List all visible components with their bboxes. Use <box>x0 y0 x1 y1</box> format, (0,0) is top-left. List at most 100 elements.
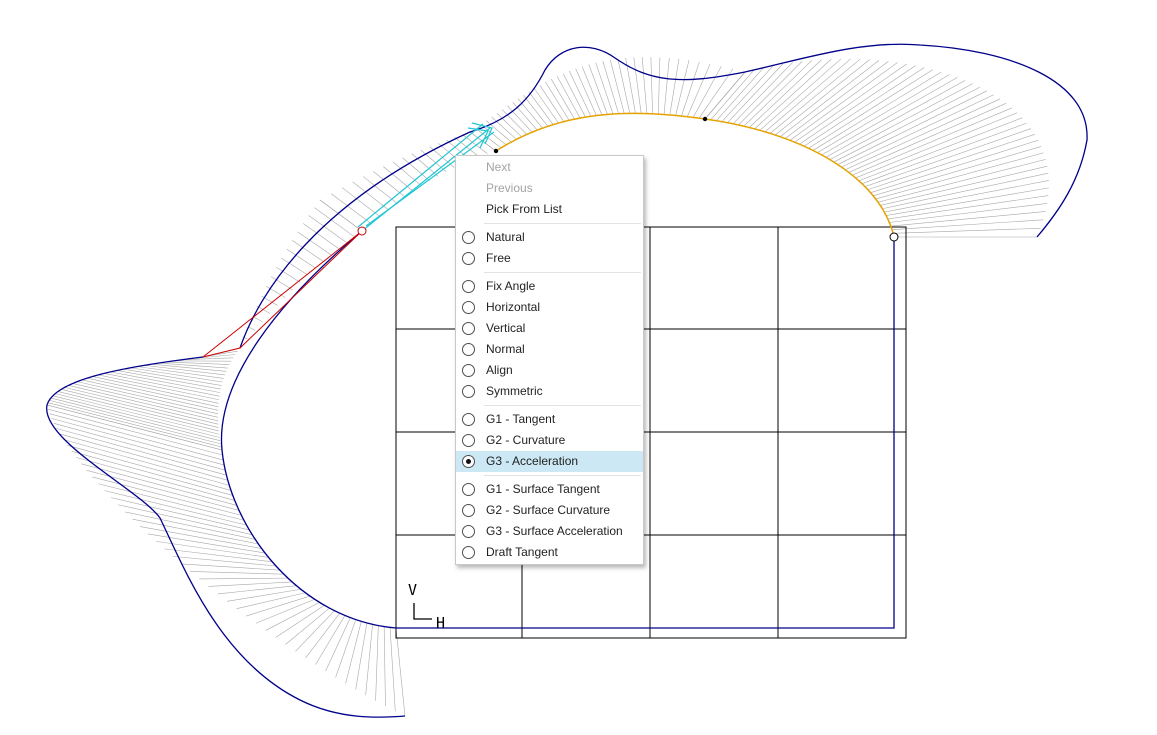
menu-item-align[interactable]: Align <box>456 360 643 381</box>
comb-tooth <box>480 124 507 146</box>
menu-item-label: Align <box>486 363 513 377</box>
comb-tooth <box>92 376 219 404</box>
comb-tooth <box>125 511 256 540</box>
comb-tooth <box>341 187 380 217</box>
menu-item-g3-surface-acceleration[interactable]: G3 - Surface Acceleration <box>456 521 643 542</box>
comb-tooth <box>50 397 221 442</box>
comb-tooth <box>164 548 273 563</box>
menu-item-label: G2 - Surface Curvature <box>486 503 611 517</box>
menu-item-label: Symmetric <box>486 384 543 398</box>
comb-tooth <box>180 357 234 361</box>
menu-item-g1-tangent[interactable]: G1 - Tangent <box>456 409 643 430</box>
comb-tooth <box>841 94 994 168</box>
comb-tooth <box>855 112 1018 179</box>
comb-tooth <box>878 159 1046 203</box>
comb-tooth <box>59 433 228 481</box>
comb-tooth <box>137 366 224 379</box>
menu-item-fix-angle[interactable]: Fix Angle <box>456 276 643 297</box>
spline-point[interactable] <box>493 148 499 154</box>
tangent-arrow-icon[interactable] <box>357 122 495 232</box>
menu-item-horizontal[interactable]: Horizontal <box>456 297 643 318</box>
curvature-radius-line <box>202 230 363 358</box>
comb-tooth <box>110 371 221 393</box>
comb-tooth <box>151 363 227 372</box>
menu-item-label: G1 - Surface Tangent <box>486 482 600 496</box>
menu-item-label: Draft Tangent <box>486 545 558 559</box>
axis-label-v: V <box>408 581 417 599</box>
comb-tooth <box>383 626 386 707</box>
comb-tooth <box>276 266 301 283</box>
comb-tooth <box>72 383 219 418</box>
menu-item-symmetric[interactable]: Symmetric <box>456 381 643 402</box>
comb-tooth <box>330 193 372 224</box>
radio-unchecked-icon <box>462 364 475 377</box>
comb-tooth <box>67 445 232 491</box>
comb-tooth <box>49 413 224 461</box>
spline-point[interactable] <box>702 116 708 122</box>
comb-tooth <box>47 408 223 456</box>
comb-tooth <box>475 128 502 149</box>
radio-unchecked-icon <box>462 280 475 293</box>
spline-curve[interactable] <box>220 230 895 629</box>
curvature-radius-corner <box>202 230 363 358</box>
comb-tooth <box>641 57 648 114</box>
axis-label-h: H <box>436 614 445 632</box>
menu-item-normal[interactable]: Normal <box>456 339 643 360</box>
menu-item-draft-tangent[interactable]: Draft Tangent <box>456 542 643 563</box>
menu-item-pick-from-list[interactable]: Pick From List <box>456 199 643 220</box>
comb-envelope-top <box>239 43 1088 349</box>
comb-tooth <box>889 203 1048 223</box>
comb-tooth <box>266 285 286 298</box>
comb-tooth <box>875 152 1044 200</box>
menu-item-g1-surface-tangent[interactable]: G1 - Surface Tangent <box>456 479 643 500</box>
comb-tooth <box>754 58 832 130</box>
menu-item-previous[interactable]: Previous <box>456 178 643 199</box>
menu-item-g2-curvature[interactable]: G2 - Curvature <box>456 430 643 451</box>
comb-tooth <box>81 463 237 506</box>
menu-item-vertical[interactable]: Vertical <box>456 318 643 339</box>
comb-tooth <box>87 377 219 408</box>
comb-tooth <box>588 64 608 115</box>
comb-tooth <box>86 470 240 511</box>
menu-item-g3-acceleration[interactable]: G3 - Acceleration <box>456 451 643 472</box>
axis-triad: V H <box>408 581 445 632</box>
comb-tooth <box>117 504 253 535</box>
comb-tooth <box>779 60 880 137</box>
comb-tooth <box>64 386 219 425</box>
comb-tooth <box>46 404 223 451</box>
comb-tooth <box>633 57 642 114</box>
menu-item-g2-surface-curvature[interactable]: G2 - Surface Curvature <box>456 500 643 521</box>
spline-endpoint-left[interactable] <box>357 226 367 236</box>
menu-item-free[interactable]: Free <box>456 248 643 269</box>
menu-item-label: Next <box>486 160 511 174</box>
comb-tooth <box>581 66 603 115</box>
comb-tooth <box>523 94 548 127</box>
comb-tooth <box>829 83 973 160</box>
menu-item-natural[interactable]: Natural <box>456 227 643 248</box>
spline-endpoint-right[interactable] <box>889 232 899 242</box>
comb-tooth <box>893 227 1041 234</box>
comb-tooth <box>692 66 722 118</box>
comb-tooth <box>848 103 1007 173</box>
comb-tooth <box>864 128 1032 187</box>
comb-tooth <box>496 113 522 137</box>
comb-tooth <box>77 381 219 415</box>
radio-unchecked-icon <box>462 504 475 517</box>
comb-tooth <box>208 581 293 587</box>
radio-checked-icon <box>462 455 475 468</box>
radio-unchecked-icon <box>462 301 475 314</box>
comb-tooth <box>76 457 235 501</box>
comb-tooth <box>891 219 1044 230</box>
menu-item-label: G3 - Surface Acceleration <box>486 524 623 538</box>
comb-tooth <box>617 58 631 114</box>
comb-tooth <box>308 215 347 243</box>
comb-tooth <box>884 180 1049 213</box>
comb-tooth <box>355 622 368 690</box>
radio-unchecked-icon <box>462 385 475 398</box>
comb-tooth <box>132 518 259 545</box>
menu-item-next[interactable]: Next <box>456 157 643 178</box>
comb-tooth <box>335 619 357 678</box>
radio-unchecked-icon <box>462 413 475 426</box>
